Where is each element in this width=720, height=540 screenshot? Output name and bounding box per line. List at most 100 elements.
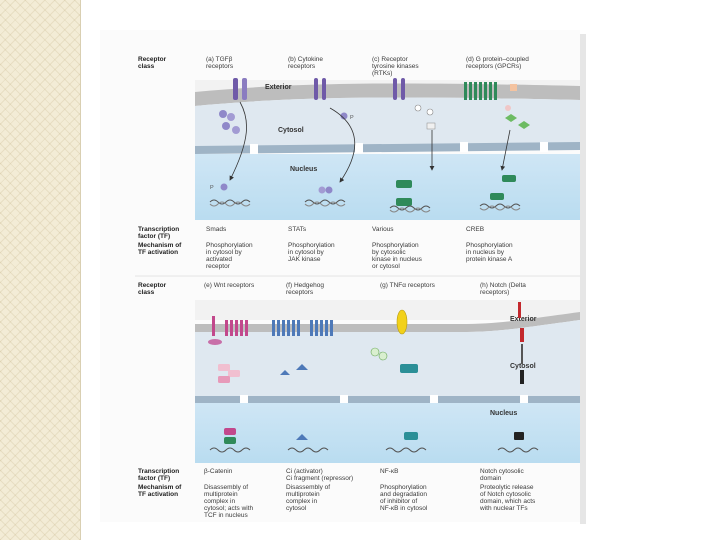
adaptor-protein (426, 108, 434, 116)
top-col-d-mech-1: Phosphorylation (466, 242, 513, 249)
adaptor-protein (414, 104, 422, 112)
bottom-col-f-mech-3: complex in (286, 498, 317, 505)
bottom-col-h-mech-2: of Notch cytosolic (480, 491, 532, 498)
bottom-col-f-tf: Ci (activator) (286, 468, 323, 475)
dna-strand (479, 205, 521, 211)
bottom-col-f-pathway (272, 320, 333, 453)
bottom-col-g-mech-1: Phosphorylation (380, 484, 427, 491)
kinase-box (426, 122, 436, 130)
smad-protein (232, 126, 240, 134)
bottom-col-g-tf: NF-κB (380, 468, 398, 475)
top-col-d-pathway (464, 82, 530, 211)
top-nuclear-pores (250, 142, 548, 154)
notch-receptor (520, 328, 524, 342)
beta-catenin-tcf (224, 437, 236, 444)
stat-dimer (325, 186, 333, 194)
cytokine-arrow (329, 107, 356, 183)
top-col-c-pathway (389, 78, 436, 213)
bottom-col-f-title-2: receptors (286, 289, 314, 296)
destruction-complex (218, 376, 230, 383)
dna-strand (389, 205, 431, 211)
bottom-col-e-mech-3: complex in (204, 498, 235, 505)
bottom-col-g-mech-2: and degradation (380, 491, 427, 498)
bottom-col-g-mech-3: of inhibitor of (380, 498, 417, 505)
dna-strand (287, 447, 329, 453)
top-col-a-title-1: (a) TGFβ (206, 56, 233, 63)
patched-receptor (272, 320, 300, 336)
bottom-col-f-mech-1: Disassembly of (286, 484, 330, 491)
g-protein (505, 105, 511, 111)
bottom-col-h-title-2: receptors) (480, 289, 509, 296)
tf-protein (396, 180, 412, 188)
bottom-col-f-tf2: Ci fragment (repressor) (286, 475, 353, 482)
bottom-nuclear-pores (240, 395, 528, 404)
dna-strand (497, 447, 539, 453)
top-nucleus-label: Nucleus (290, 166, 317, 173)
top-tf-label-2: factor (TF) (138, 233, 170, 240)
beta-catenin-tcf (224, 428, 236, 435)
top-receptor-class-label-2: class (138, 63, 155, 70)
top-col-b-mech-1: Phosphorylation (288, 242, 335, 249)
top-receptor-class-label-1: Receptor (138, 56, 167, 63)
notch-nuclear-complex (514, 432, 524, 440)
bottom-nucleus-label: Nucleus (490, 410, 517, 417)
top-col-d-mech-3: protein kinase A (466, 256, 513, 263)
dna-strand (209, 447, 251, 453)
bottom-nuclear-envelope (195, 396, 580, 403)
delta-ligand (518, 302, 521, 318)
top-col-c-title-1: (c) Receptor (372, 56, 409, 63)
bottom-col-h-mech-3: domain, which acts (480, 498, 536, 505)
ci-activator (296, 434, 308, 440)
smoothened-receptor (310, 320, 333, 336)
top-tf-label-1: Transcription (138, 226, 179, 233)
top-col-c-title-3: (RTKs) (372, 70, 392, 77)
frizzled-receptor (225, 320, 248, 336)
dna-strand (385, 447, 427, 453)
top-col-c-mech-4: or cytosol (372, 263, 400, 270)
smad-protein (227, 113, 235, 121)
figure-shadow (580, 34, 586, 524)
bottom-col-e-mech-2: multiprotein (204, 491, 238, 498)
released-notch-domain (520, 370, 524, 384)
top-col-b-title-1: (b) Cytokine (288, 56, 323, 63)
bottom-col-h-tf: Notch cytosolic (480, 468, 524, 475)
top-col-b-pathway: P (304, 78, 356, 207)
nfkb-ikb-complex (400, 364, 418, 373)
tgfb-receptor-ii (242, 78, 247, 100)
rtk-receptor (401, 78, 405, 100)
top-nuclear-envelope (195, 142, 580, 154)
camp-pka (505, 114, 517, 122)
bottom-col-e-mech-4: cytosol; acts with (204, 505, 254, 512)
dna-strand (479, 203, 521, 209)
top-col-a-mech-1: Phosphorylation (206, 242, 253, 249)
top-col-d-title-1: (d) G protein–coupled (466, 56, 529, 63)
bottom-exterior-label: Exterior (510, 316, 537, 323)
bottom-receptor-class-label-2: class (138, 289, 155, 296)
bottom-col-f-title-1: (f) Hedgehog (286, 282, 324, 289)
top-col-a-pathway: P (209, 78, 251, 207)
smad-phospho-label: P (210, 185, 214, 191)
tgfb-receptor-i (233, 78, 238, 100)
top-col-b-mech-3: JAK kinase (288, 256, 321, 263)
dishevelled-protein (208, 339, 222, 345)
destruction-complex (228, 370, 240, 377)
top-panel: Receptor class (a) TGFβ receptors (b) Cy… (138, 56, 580, 270)
adenylyl-cyclase (510, 84, 517, 91)
top-col-c-tf: Various (372, 226, 394, 233)
stat-phospho-label: P (350, 115, 354, 121)
dna-strand (304, 199, 346, 205)
tgfb-arrow (229, 101, 247, 181)
top-cytosol-label: Cytosol (278, 127, 304, 134)
bottom-col-e-mech-1: Disassembly of (204, 484, 248, 491)
bottom-col-h-pathway (497, 302, 539, 453)
bottom-mech-label-2: TF activation (138, 491, 178, 498)
ikk-complex (370, 347, 380, 357)
top-plasma-membrane (195, 83, 580, 106)
smad-protein (219, 110, 227, 118)
notch-cytosolic-domain (521, 344, 523, 364)
bottom-col-g-pathway (370, 309, 427, 453)
smad-complex (220, 183, 228, 191)
top-col-d-tf: CREB (466, 226, 484, 233)
top-col-c-mech-2: by cytosolic (372, 249, 406, 256)
bottom-col-g-mech-4: NF-κB in cytosol (380, 505, 428, 512)
